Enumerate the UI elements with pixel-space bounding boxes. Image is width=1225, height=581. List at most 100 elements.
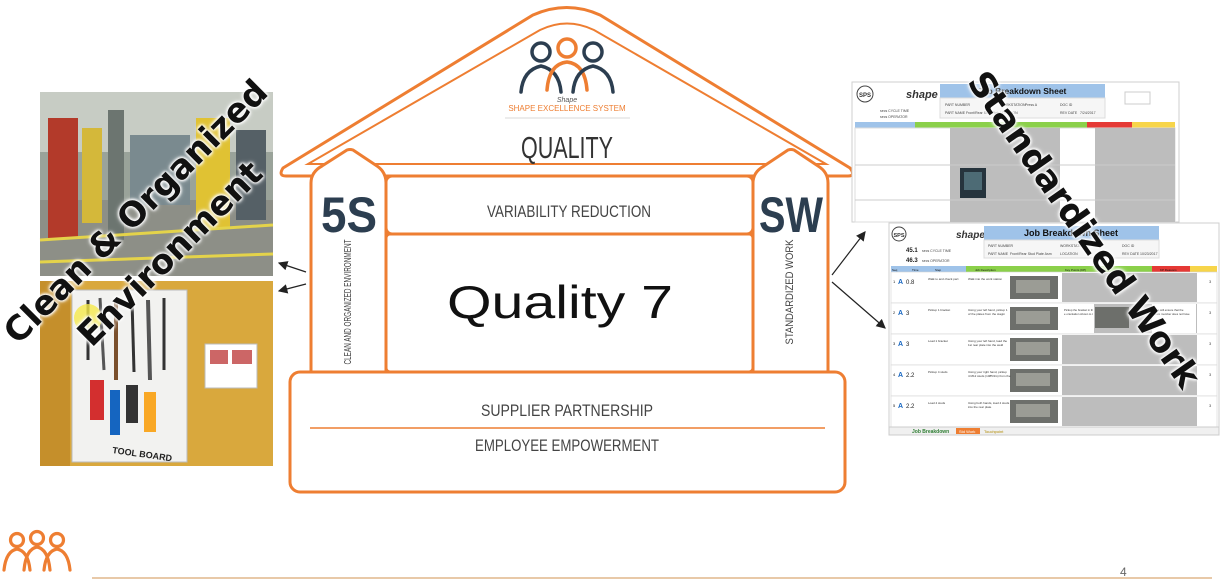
factory-floor-photo: [39, 92, 274, 276]
job-sheet-front-field: LOCATION: [1060, 252, 1078, 256]
row-desc-cont: 1st rear plate into the weld: [968, 343, 1004, 347]
connector-arrows: [277, 231, 886, 329]
row-kp-photo: [1095, 307, 1129, 328]
job-sheet-front-brand: shape: [956, 230, 985, 241]
row-desc: Walk into the work station: [968, 277, 1002, 281]
row-step: Load 1 bracket: [928, 339, 948, 343]
foundation-top-label: SUPPLIER PARTNERSHIP: [481, 401, 653, 420]
arrow-to-toolboard-photo: [277, 283, 307, 294]
job-sheet-front-field: WORKSTATION: [1060, 244, 1086, 248]
arrow-to-job-sheet-front: [831, 281, 886, 329]
table-row-photo-detail: [1016, 404, 1050, 417]
logo-small-text: Shape: [557, 97, 577, 104]
job-sheet-back-field: DOC ID: [1060, 103, 1073, 107]
table-row-photo-detail: [1016, 311, 1050, 324]
row-type: A: [898, 372, 903, 379]
row-extra: 3: [1209, 403, 1212, 408]
job-sheet-front-col: Job Description: [975, 268, 996, 272]
variability-label: VARIABILITY REDUCTION: [487, 202, 651, 221]
row-desc: Using both hands, load 4 studs: [968, 401, 1010, 405]
job-sheet-back-field-value: Front/Rear Stud Plate: [966, 111, 1000, 115]
row-extra: 3: [1209, 279, 1212, 284]
job-sheet-back-field: WORKSTATION: [1000, 103, 1026, 107]
row-reason-cont: team member does not have: [1154, 312, 1190, 316]
job-sheet-front-logo: SPS: [893, 233, 904, 239]
row-step: Walk to and check part: [928, 277, 959, 281]
row-time: 3: [906, 311, 910, 317]
sheet-tab-touchpoint: Touchpoint: [984, 429, 1004, 434]
logo-brand: SHAPE EXCELLENCE SYSTEM: [508, 104, 626, 113]
row-step: Load 4 studs: [928, 401, 946, 405]
row-type: A: [898, 341, 903, 348]
row-kp: Pickup the bracket in th: [1064, 308, 1094, 312]
table-row-grey-cell: [1062, 366, 1197, 395]
left-pillar-abbr: 5S: [321, 187, 377, 243]
row-seq: 4: [893, 372, 896, 377]
right-pillar-abbr: SW: [759, 187, 824, 243]
sheet-tab-job-breakdown: Job Breakdown: [912, 429, 949, 435]
row-desc: Using your left hand, load the: [968, 339, 1007, 343]
tool-board-photo: TOOL BOARD: [40, 281, 273, 466]
row-desc-cont: into the rear plate: [968, 405, 992, 409]
table-row-photo-detail: [1016, 280, 1050, 293]
row-desc: Using your left hand, pickup 1: [968, 308, 1008, 312]
row-desc-cont: of the plates from the stagin: [968, 312, 1005, 316]
row-reason-cell: [1152, 304, 1196, 333]
job-sheet-back-field-value: 7/24/2017: [1080, 111, 1096, 115]
footer-people-logo-icon: [2, 529, 72, 572]
arrow-to-job-sheet-back: [831, 231, 866, 276]
row-step: Pickup 1 bracket: [928, 308, 950, 312]
job-sheet-front-cycle-value: 45.1: [906, 248, 918, 254]
job-sheet-front-col: Key Points (KP): [1065, 268, 1086, 272]
row-desc-cont: 4 M12 studs (1085/1G) from the: [968, 374, 1011, 378]
row-seq: 3: [893, 341, 896, 346]
job-sheet-front-col: KP Reasons: [1160, 268, 1177, 272]
job-sheet-back-cycle: secs CYCLE TIME: [880, 109, 910, 113]
row-time: 2.2: [906, 373, 915, 379]
job-sheet-front-title: Job Breakdown Sheet: [1024, 228, 1118, 238]
job-sheet-front-field: REV DATE: [1122, 252, 1140, 256]
job-sheet-back-field-value: Press A: [1025, 103, 1038, 107]
left-pillar-caption: CLEAN AND ORGANIZED ENVIRONMENT: [342, 239, 354, 364]
job-sheet-back: SPS shape Job Breakdown Sheet PART NUMBE…: [851, 81, 1180, 223]
house: Shape SHAPE EXCELLENCE SYSTEM QUALITY 5S…: [279, 6, 855, 494]
job-sheet-front-field: PART NUMBER: [988, 244, 1014, 248]
job-sheet-back-title: Job Breakdown Sheet: [978, 86, 1067, 96]
center-title: Quality 7: [447, 276, 673, 328]
row-type: A: [898, 403, 903, 410]
people-logo-icon: [519, 37, 615, 94]
roof-title: QUALITY: [521, 130, 613, 165]
right-pillar-caption: STANDARDIZED WORK: [784, 239, 796, 345]
table-row-grey-cell: [1062, 335, 1197, 364]
job-sheet-front-field: PART NAME: [988, 252, 1009, 256]
row-time: 2.2: [906, 404, 915, 410]
job-sheet-front-field-value: 10/23/2017: [1140, 252, 1158, 256]
table-row-photo-detail: [1016, 342, 1050, 355]
job-sheet-front-col: Step: [935, 268, 942, 272]
job-sheet-front: SPS shape Job Breakdown Sheet PART NUMBE…: [888, 222, 1220, 436]
roof-inner-outline: [304, 22, 830, 165]
row-extra: 3: [1209, 310, 1212, 315]
foundation-bottom-label: EMPLOYEE EMPOWERMENT: [475, 436, 659, 455]
row-type: A: [898, 310, 903, 317]
row-kp-cont: e orientation shown to t: [1064, 312, 1093, 316]
table-row-grey-cell: [1062, 273, 1197, 302]
job-sheet-back-logo: SPS: [859, 93, 871, 99]
job-sheet-back-field: PART NAME: [945, 111, 966, 115]
foundation: [288, 370, 847, 494]
job-sheet-front-field: DOC ID: [1122, 244, 1135, 248]
row-desc: Using your right hand, pickup: [968, 370, 1007, 374]
row-kp-cell: [1062, 304, 1094, 333]
left-pillar-outline: [309, 148, 388, 380]
arrow-to-factory-photo: [277, 261, 307, 273]
job-sheet-front-col: Seq: [892, 268, 898, 272]
row-extra: 3: [1209, 341, 1212, 346]
job-sheet-front-field-value: Front/Rear Stud Plate Asm: [1010, 252, 1052, 256]
job-sheet-back-operator: secs OPERATOR: [880, 115, 908, 119]
row-reason: This will ensure that the: [1154, 308, 1184, 312]
job-sheet-back-brand: shape: [906, 89, 938, 101]
row-seq: 5: [893, 403, 896, 408]
row-time: 0.8: [906, 280, 915, 286]
